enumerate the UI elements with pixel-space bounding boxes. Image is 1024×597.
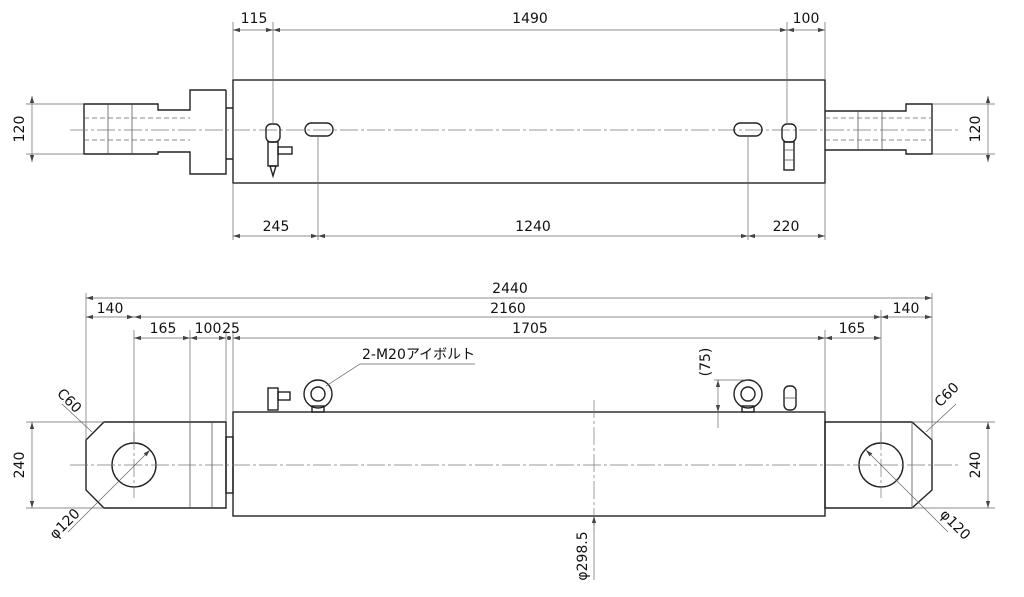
top-fitting-right [781,123,797,171]
dim-140-left: 140 [97,301,124,317]
bottom-eyebolt-right [733,379,763,413]
bottom-eyebolt-left [303,379,333,413]
bottom-view: 2440 140 2160 140 165 100 25 1705 165 2-… [12,281,995,581]
dim-140-right: 140 [893,301,920,317]
height-240-right: 240 [968,452,984,479]
bottom-cylinder-body [232,411,826,517]
dim-115: 115 [241,11,268,27]
dim-120-left: 120 [12,116,28,143]
top-eyebolt-left [304,122,334,137]
dim-75: (75) [698,348,714,377]
top-right-rod [825,103,933,155]
dim-1705: 1705 [512,321,548,337]
body-diameter: φ298.5 [575,531,591,580]
top-eyebolt-right [733,122,763,137]
top-cylinder-body [232,79,826,184]
top-view: 115 1490 100 245 1240 220 120 120 [12,11,995,240]
hole-right: φ120 [936,507,973,544]
bottom-fitting-right [783,385,797,411]
dim-220: 220 [773,219,800,235]
eyebolt-leader [325,363,475,387]
dim-2160: 2160 [490,301,526,317]
dim-165-left: 165 [150,321,177,337]
height-240-left: 240 [12,452,28,479]
dim-165-right: 165 [839,321,866,337]
dim-245: 245 [263,219,290,235]
top-fitting-left [265,123,293,179]
hole-left: φ120 [47,506,84,543]
top-left-rod [83,89,233,175]
dim-100: 100 [195,321,222,337]
dim-2440: 2440 [492,281,528,297]
chamfer-right: C60 [932,380,963,411]
dim-1490: 1490 [512,11,548,27]
chamfer-left: C60 [53,386,84,417]
eyebolt-label: 2-M20アイボルト [362,347,475,363]
dim-1240: 1240 [515,219,551,235]
dim-120-right: 120 [968,116,984,143]
dim-100-top: 100 [793,11,820,27]
dim-25: 25 [222,321,240,337]
bottom-fitting-left [267,387,291,411]
